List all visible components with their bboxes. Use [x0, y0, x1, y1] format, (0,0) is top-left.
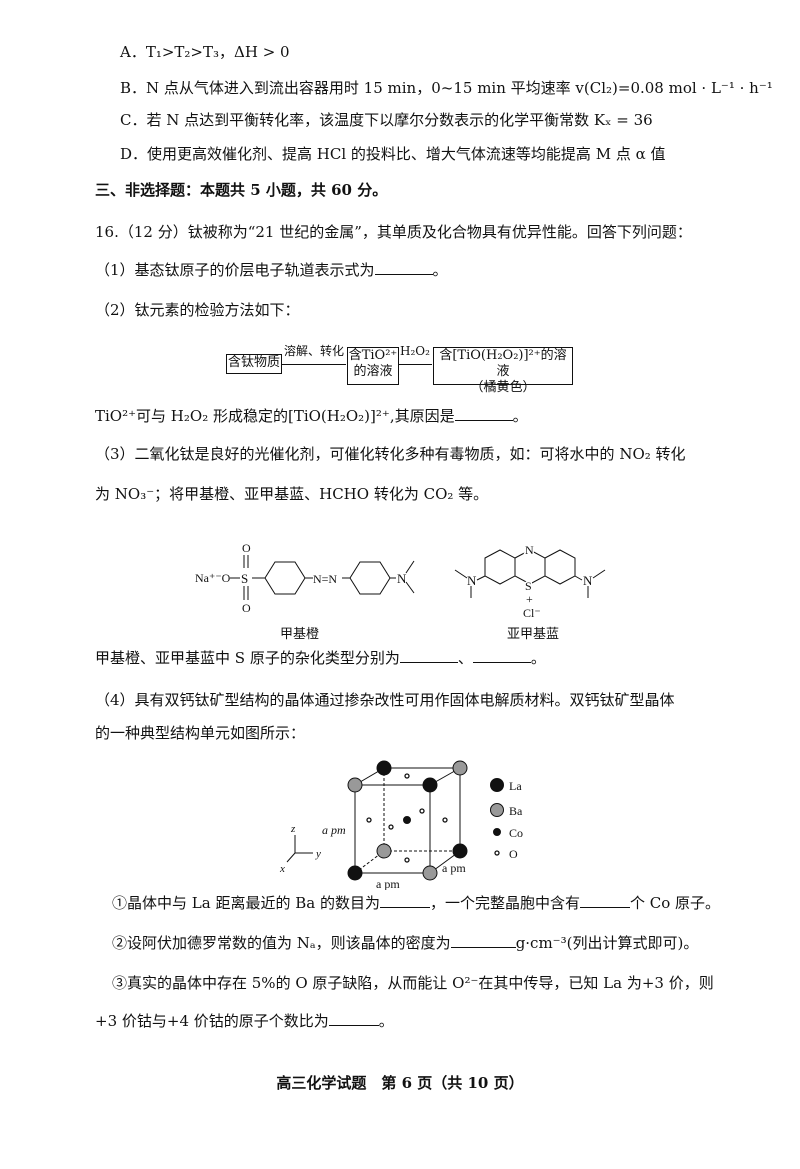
methylene-blue-structure: N S + Cl⁻ N N 亚甲基蓝	[454, 542, 606, 641]
charge-label: +	[526, 592, 533, 606]
punct: 。	[530, 649, 546, 667]
punct: 。	[512, 407, 528, 425]
arrow-icon	[398, 364, 432, 365]
molecule-structures: Na⁺⁻O S O O N=N N 甲基橙 N S + Cl⁻ N N 亚甲基蓝	[195, 541, 606, 641]
atom-label: N	[525, 543, 534, 557]
axis-label: y	[315, 848, 321, 860]
option-d: D．使用更高效催化剂、提高 HCl 的投料比、增大气体流速等均能提高 M 点 α…	[120, 145, 666, 163]
text: ，一个完整晶胞中含有	[429, 894, 580, 912]
subquestion-3-line1: ③真实的晶体中存在 5%的 O 原子缺陷，从而能让 O²⁻在其中传导，已知 La…	[112, 974, 714, 992]
option-c: C．若 N 点达到平衡转化率，该温度下以摩尔分数表示的化学平衡常数 Kₓ = 3…	[120, 111, 653, 129]
part-2: （2）钛元素的检验方法如下：	[95, 301, 300, 319]
axis-label: x	[279, 863, 285, 875]
answer-blank	[579, 893, 630, 908]
subquestion-2: ②设阿伏加德罗常数的值为 Nₐ，则该晶体的密度为 g·cm⁻³(列出计算式即可)。	[112, 933, 698, 953]
answer-blank	[399, 648, 458, 663]
co-atom	[403, 816, 411, 824]
question-text: 甲基橙、亚甲基蓝中 S 原子的杂化类型分别为	[95, 649, 400, 667]
arrow-icon	[281, 364, 346, 365]
edge-label: a pm	[376, 877, 400, 890]
box-line: （橘黄色）	[470, 380, 536, 395]
edge-label: a pm	[322, 823, 346, 837]
flow-arrow-label-1: 溶解、转化	[284, 344, 345, 358]
part-3-line2: 为 NO₃⁻；将甲基橙、亚甲基蓝、HCHO 转化为 CO₂ 等。	[95, 485, 489, 503]
text: g·cm⁻³(列出计算式即可)。	[515, 934, 699, 952]
atom-label: N=N	[313, 572, 337, 586]
page-footer: 高三化学试题 第 6 页（共 10 页）	[276, 1074, 524, 1092]
atom-label: N	[467, 573, 477, 588]
atom-label: O	[242, 541, 251, 555]
answer-blank	[374, 260, 433, 275]
molecule-name: 亚甲基蓝	[507, 626, 559, 641]
o-atoms	[366, 773, 448, 863]
flow-box-tio2-solution: 含TiO²⁺的溶液	[347, 347, 399, 385]
axis-label: z	[290, 823, 296, 835]
part-4-line1: （4）具有双钙钛矿型结构的晶体通过掺杂改性可用作固体电解质材料。双钙钛矿型晶体	[95, 691, 675, 709]
punct: 。	[432, 261, 448, 279]
subquestion-3-line2: +3 价钴与+4 价钴的原子个数比为 。	[95, 1011, 394, 1031]
part-3-question: 甲基橙、亚甲基蓝中 S 原子的杂化类型分别为 、 。	[95, 648, 546, 668]
answer-blank	[328, 1011, 379, 1026]
section-title: 三、非选择题：本题共 5 小题，共 60 分。	[95, 181, 388, 199]
atom-label: N	[583, 573, 593, 588]
text: 个 Co 原子。	[629, 894, 721, 912]
punct: 、	[457, 649, 473, 667]
atom-label: O	[242, 601, 251, 615]
box-line: 的溶液	[353, 364, 393, 379]
legend-label: La	[509, 779, 522, 793]
flow-arrow-label-2: H₂O₂	[400, 344, 430, 358]
atom-label: S	[525, 579, 532, 593]
part-1: （1）基态钛原子的价层电子轨道表示式为 。	[95, 260, 448, 280]
atom-label: Cl⁻	[523, 606, 541, 620]
legend: La Ba Co O	[490, 778, 523, 861]
answer-blank	[454, 406, 513, 421]
reason-text: TiO²⁺可与 H₂O₂ 形成稳定的[TiO(H₂O₂)]²⁺,其原因是	[95, 407, 455, 425]
axes-icon: z y x	[279, 823, 321, 875]
answer-blank	[450, 933, 516, 948]
answer-blank	[379, 893, 430, 908]
box-line: 含TiO²⁺	[348, 348, 398, 363]
atom-label: S	[241, 571, 248, 586]
part-1-text: （1）基态钛原子的价层电子轨道表示式为	[95, 261, 375, 279]
crystal-unit-cell-diagram: a pm a pm a pm z y x La Ba Co O	[279, 760, 523, 890]
atom-label: Na⁺⁻O	[195, 571, 231, 585]
answer-blank	[472, 648, 531, 663]
question-16-stem: 16.（12 分）钛被称为“21 世纪的金属”，其单质及化合物具有优异性能。回答…	[95, 223, 692, 241]
methyl-orange-structure: Na⁺⁻O S O O N=N N 甲基橙	[195, 541, 415, 641]
atom-label: N	[397, 571, 407, 586]
part-3-line1: （3）二氧化钛是良好的光催化剂，可催化转化多种有毒物质，如：可将水中的 NO₂ …	[95, 445, 686, 463]
subquestion-1: ①晶体中与 La 距离最近的 Ba 的数目为 ，一个完整晶胞中含有 个 Co 原子。	[112, 893, 720, 913]
legend-label: Co	[509, 826, 523, 840]
la-atoms	[347, 760, 468, 881]
part-4-line2: 的一种典型结构单元如图所示：	[95, 724, 306, 742]
flow-box-titanium-substance: 含钛物质	[226, 354, 282, 374]
ba-atoms	[347, 760, 468, 881]
edge-label: a pm	[442, 861, 466, 875]
part-2-reason: TiO²⁺可与 H₂O₂ 形成稳定的[TiO(H₂O₂)]²⁺,其原因是 。	[95, 406, 528, 426]
legend-label: Ba	[509, 804, 523, 818]
flow-box-complex-solution: 含[TiO(H₂O₂)]²⁺的溶液（橘黄色）	[433, 347, 573, 395]
text: ①晶体中与 La 距离最近的 Ba 的数目为	[112, 894, 380, 912]
text: ②设阿伏加德罗常数的值为 Nₐ，则该晶体的密度为	[112, 934, 451, 952]
box-line: 含[TiO(H₂O₂)]²⁺的溶液	[439, 348, 567, 379]
option-b: B．N 点从气体进入到流出容器用时 15 min，0~15 min 平均速率 v…	[120, 79, 773, 97]
text: +3 价钴与+4 价钴的原子个数比为	[95, 1012, 329, 1030]
punct: 。	[378, 1012, 394, 1030]
legend-label: O	[509, 847, 518, 861]
option-a: A．T₁>T₂>T₃，ΔH > 0	[120, 43, 290, 61]
molecule-name: 甲基橙	[280, 626, 319, 641]
